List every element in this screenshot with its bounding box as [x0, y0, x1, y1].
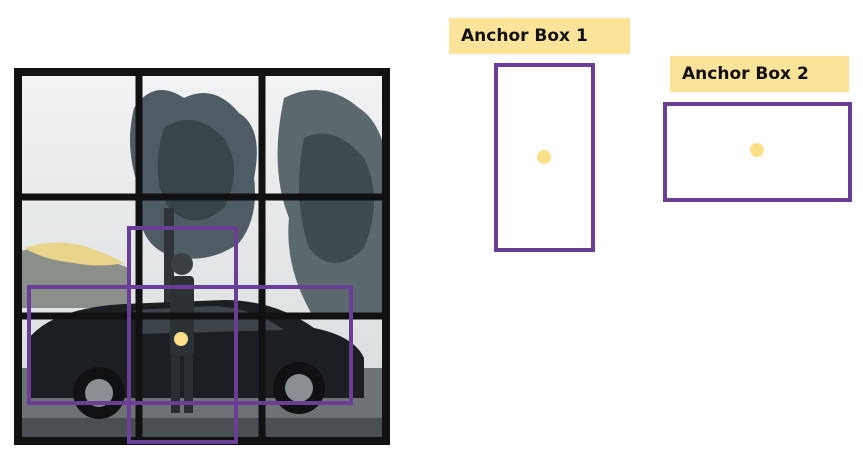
grid-photo: [14, 68, 390, 445]
person-anchor-box: [127, 226, 238, 444]
anchor-box-2-center-dot: [750, 143, 764, 157]
anchor-box-2-label: Anchor Box 2: [670, 56, 849, 92]
object-center-dot: [174, 332, 188, 346]
trees: [14, 90, 390, 318]
car-anchor-box: [27, 285, 353, 405]
photo-scene: [14, 68, 390, 445]
anchor-box-1-center-dot: [537, 150, 551, 164]
anchor-box-1-label: Anchor Box 1: [449, 18, 630, 54]
anchor-box-1: [494, 63, 595, 252]
anchor-box-2: [663, 102, 852, 202]
grid-lines: [14, 68, 390, 445]
